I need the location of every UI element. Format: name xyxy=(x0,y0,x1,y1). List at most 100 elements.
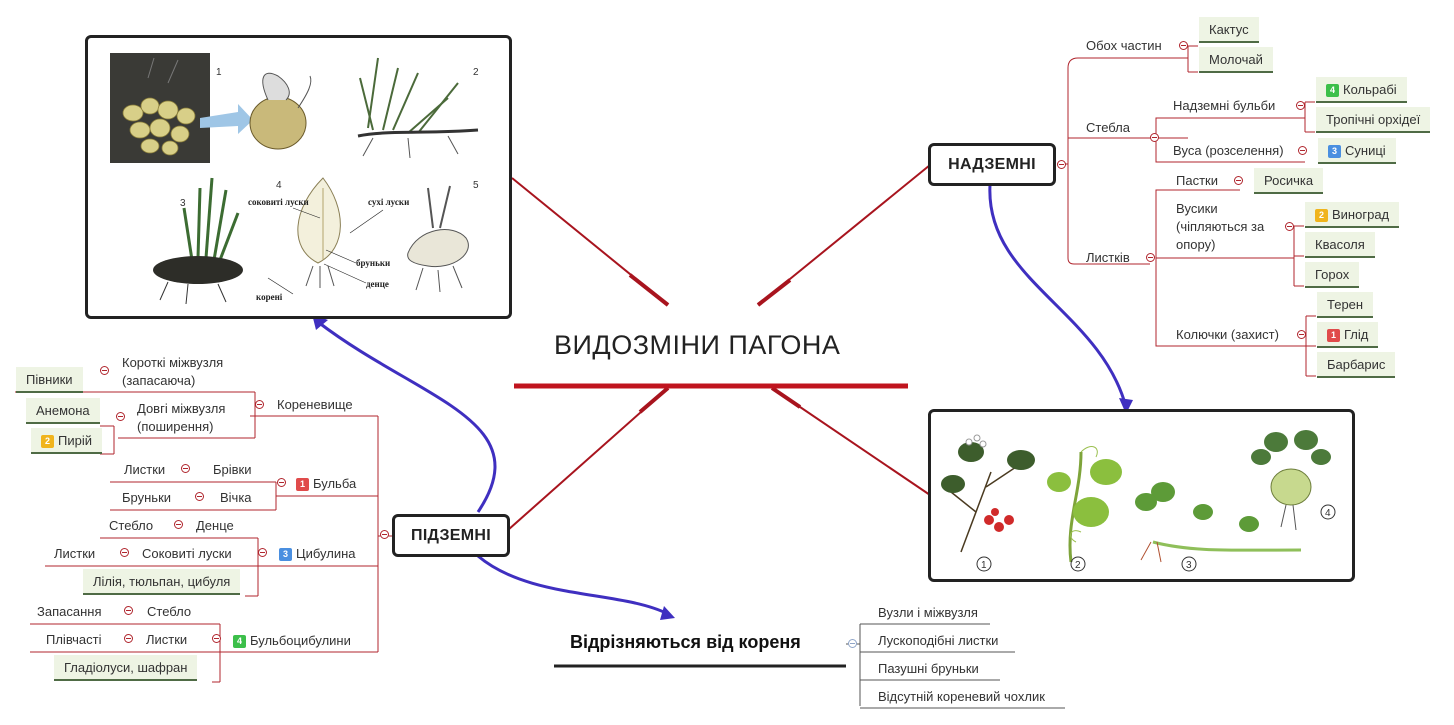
long-internodes-label: Довгі міжвузля (поширення) xyxy=(137,401,226,434)
priority-badge: 3 xyxy=(279,548,292,561)
short-internodes-label: Короткі міжвузля (запасаюча) xyxy=(122,355,224,388)
label-sukhi: сухі луски xyxy=(368,197,409,207)
bulbotsybulyny-part: Запасання xyxy=(37,604,102,619)
item-molochai[interactable]: Молочай xyxy=(1199,47,1273,73)
item-horokh[interactable]: Горох xyxy=(1305,262,1360,288)
item-glid[interactable]: 1 Глід xyxy=(1317,322,1379,348)
image-number: 4 xyxy=(1325,508,1331,519)
item-kvasolia[interactable]: Квасоля xyxy=(1305,232,1375,258)
item-liliia[interactable]: Лілія, тюльпан, цибуля xyxy=(83,569,241,595)
label-brunky: бруньки xyxy=(356,258,390,268)
bulbotsybulyny-part: Плівчасті xyxy=(46,632,102,647)
priority-badge: 3 xyxy=(1328,145,1341,158)
node-pidzemni[interactable]: ПІДЗЕМНІ xyxy=(392,514,510,557)
obokh-label: Обох частин xyxy=(1086,38,1162,53)
label-dentse: денце xyxy=(366,279,389,289)
bulba-part: Листки xyxy=(124,462,166,477)
label-text: Бульба xyxy=(313,476,357,491)
tsybulyna-label: 3 Цибулина xyxy=(279,546,356,562)
item-text: Суниці xyxy=(1345,143,1386,158)
collapse-icon[interactable] xyxy=(1234,176,1243,185)
collapse-icon[interactable] xyxy=(1297,330,1306,339)
image-number: 1 xyxy=(216,67,222,78)
bulba-label: 1 Бульба xyxy=(296,476,356,492)
vusyky-label: Вусики (чіпляються за опору) xyxy=(1176,201,1265,252)
collapse-icon[interactable] xyxy=(124,606,133,615)
collapse-icon[interactable] xyxy=(181,464,190,473)
aboveground-illustration: 1 2 3 4 xyxy=(941,430,1336,572)
bulbotsybulyny-value: Стебло xyxy=(147,604,192,619)
item-kaktus[interactable]: Кактус xyxy=(1199,17,1259,43)
collapse-icon[interactable] xyxy=(258,548,267,557)
item-text: Глід xyxy=(1344,327,1369,342)
label-text: Цибулина xyxy=(296,546,356,561)
underground-illustration: 1 2 3 4 соковиті луски 5 сухі луски xyxy=(110,53,479,305)
tsybulyna-value: Соковиті луски xyxy=(142,546,232,561)
difference-item[interactable]: Вузли і міжвузля xyxy=(878,605,978,620)
collapse-icon[interactable] xyxy=(116,412,125,421)
priority-badge: 1 xyxy=(296,478,309,491)
image-number: 2 xyxy=(1075,560,1081,571)
collapse-icon[interactable] xyxy=(1296,101,1305,110)
item-barbarys[interactable]: Барбарис xyxy=(1317,352,1396,378)
image-number: 2 xyxy=(473,67,479,78)
collapse-icon[interactable] xyxy=(848,639,857,648)
item-pyrii[interactable]: 2 Пирій xyxy=(31,428,102,454)
priority-badge: 2 xyxy=(41,435,54,448)
collapse-icon[interactable] xyxy=(195,492,204,501)
collapse-icon[interactable] xyxy=(1057,160,1066,169)
priority-badge: 2 xyxy=(1315,209,1328,222)
difference-item[interactable]: Лускоподібні листки xyxy=(878,633,999,648)
bulby-label: Надземні бульби xyxy=(1173,98,1276,113)
bulba-value: Брівки xyxy=(213,462,252,477)
bulbotsybulyny-value: Листки xyxy=(146,632,188,647)
lystkiv-label: Листків xyxy=(1086,250,1130,265)
bulba-value: Вічка xyxy=(220,490,252,505)
collapse-icon[interactable] xyxy=(124,634,133,643)
image-number: 3 xyxy=(180,198,186,209)
node-nadzemni[interactable]: НАДЗЕМНІ xyxy=(928,143,1056,186)
bulba-part: Бруньки xyxy=(122,490,172,505)
collapse-icon[interactable] xyxy=(120,548,129,557)
item-pivnyky[interactable]: Півники xyxy=(16,367,83,393)
collapse-icon[interactable] xyxy=(1150,133,1159,142)
collapse-icon[interactable] xyxy=(174,520,183,529)
pastky-label: Пастки xyxy=(1176,173,1218,188)
item-anemona[interactable]: Анемона xyxy=(26,398,100,424)
image-number: 1 xyxy=(981,560,987,571)
image-number: 5 xyxy=(473,180,479,191)
collapse-icon[interactable] xyxy=(255,400,264,409)
item-kolrabi[interactable]: 4 Кольрабі xyxy=(1316,77,1407,103)
item-teren[interactable]: Терен xyxy=(1317,292,1374,318)
difference-item[interactable]: Відсутній кореневий чохлик xyxy=(878,689,1045,704)
item-orkhidei[interactable]: Тропічні орхідеї xyxy=(1316,107,1431,133)
node-differences[interactable]: Відрізняються від кореня xyxy=(570,632,801,652)
vusa-label: Вуса (розселення) xyxy=(1173,143,1284,158)
collapse-icon[interactable] xyxy=(1146,253,1155,262)
priority-badge: 4 xyxy=(1326,84,1339,97)
underground-shoots-image[interactable]: 1 2 3 4 соковиті луски 5 сухі луски xyxy=(85,35,512,319)
collapse-icon[interactable] xyxy=(277,478,286,487)
priority-badge: 1 xyxy=(1327,329,1340,342)
collapse-icon[interactable] xyxy=(380,530,389,539)
item-text: Виноград xyxy=(1332,207,1390,222)
aboveground-shoots-image[interactable]: 1 2 3 4 xyxy=(928,409,1355,582)
item-text: Пирій xyxy=(58,433,92,448)
label-sokovyti: соковиті луски xyxy=(248,197,309,207)
item-text: Кольрабі xyxy=(1343,82,1397,97)
item-rosychka[interactable]: Росичка xyxy=(1254,168,1324,194)
collapse-icon[interactable] xyxy=(1179,41,1188,50)
collapse-icon[interactable] xyxy=(1285,222,1294,231)
item-gladiolusy[interactable]: Гладіолуси, шафран xyxy=(54,655,198,681)
collapse-icon[interactable] xyxy=(212,634,221,643)
label-text: Бульбоцибулини xyxy=(250,633,351,648)
difference-item[interactable]: Пазушні бруньки xyxy=(878,661,979,676)
item-vynohrad[interactable]: 2 Виноград xyxy=(1305,202,1400,228)
collapse-icon[interactable] xyxy=(1298,146,1307,155)
item-sunytsi[interactable]: 3 Суниці xyxy=(1318,138,1396,164)
collapse-icon[interactable] xyxy=(100,366,109,375)
korenevyshche-label: Кореневище xyxy=(277,397,353,412)
tsybulyna-part: Стебло xyxy=(109,518,154,533)
tsybulyna-part: Листки xyxy=(54,546,96,561)
